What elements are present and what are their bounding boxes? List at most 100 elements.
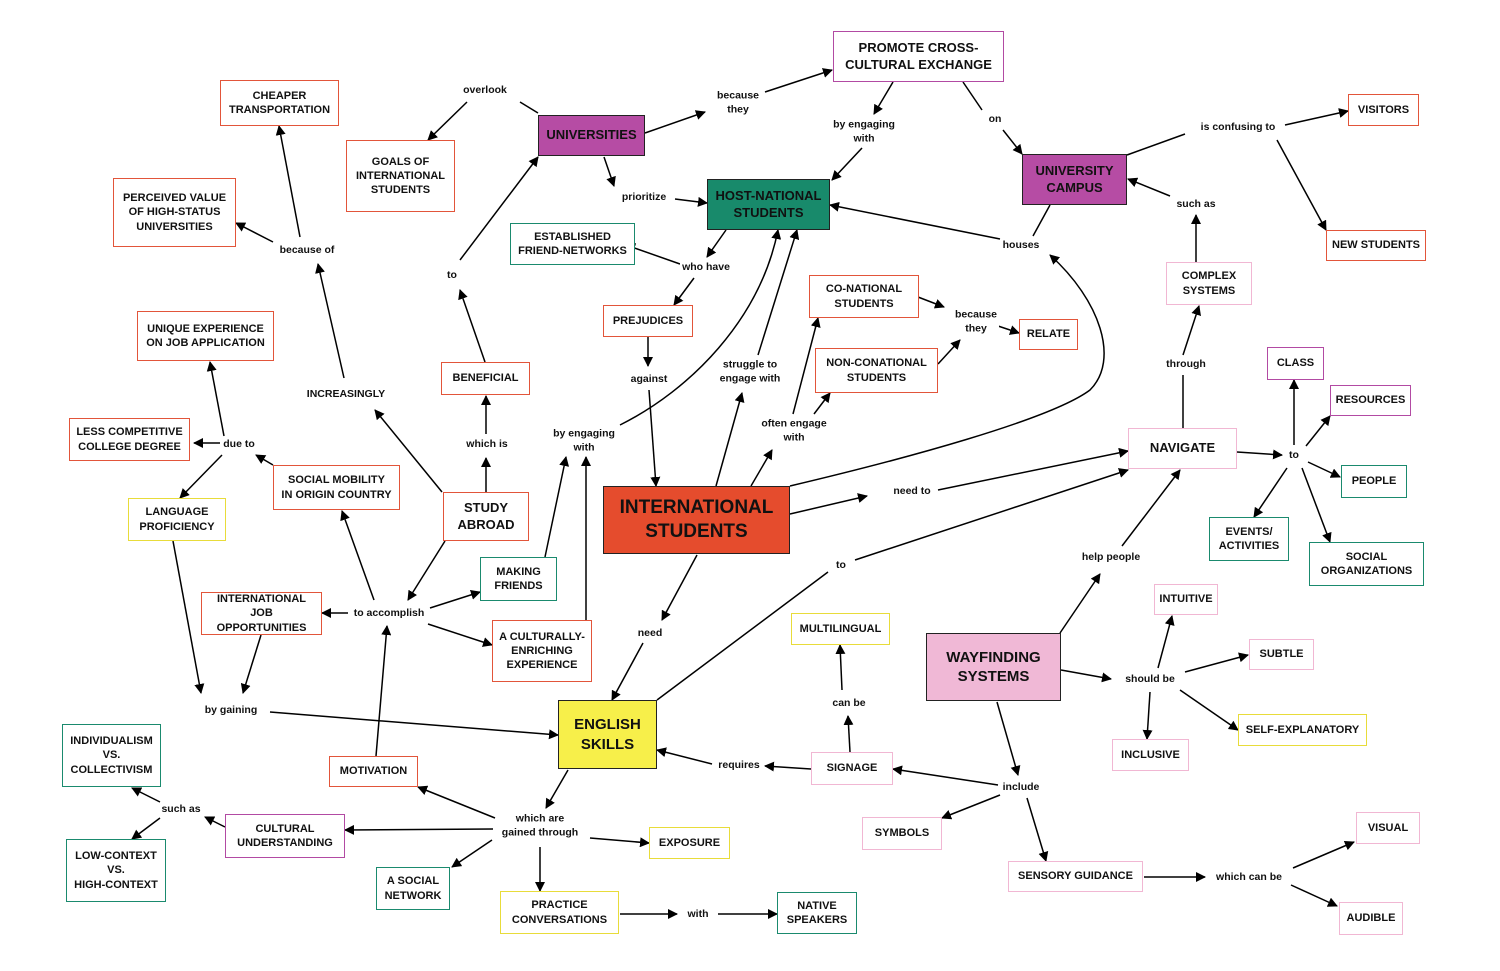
node-prejudices: PREJUDICES — [603, 305, 693, 337]
edge-shouldbe-subtle — [1184, 652, 1249, 673]
edge-conational-becausethey — [917, 296, 945, 309]
edge-byengaging-host — [619, 229, 782, 426]
edge-nonconational-becausethey — [937, 339, 961, 365]
label-through: through — [1164, 358, 1208, 372]
edge-accomplish-makingfriends — [429, 589, 481, 609]
edge-whichcanbe-audible — [1290, 884, 1338, 907]
edge-suchas-lowcontext — [131, 817, 161, 840]
edge-whichare-cultural — [344, 824, 494, 835]
edge-whohave-prejudices — [673, 277, 695, 306]
node-resources: RESOURCES — [1330, 385, 1411, 416]
node-visual: VISUAL — [1356, 812, 1420, 844]
node-self-explanatory: SELF-EXPLANATORY — [1238, 714, 1367, 746]
edge-wayfinding-shouldbe — [1060, 669, 1112, 683]
edge-english-whichare — [545, 769, 569, 809]
node-promote-cross-cultural-exchange: PROMOTE CROSS-CULTURAL EXCHANGE — [833, 31, 1004, 82]
edge-campus-houses — [1032, 204, 1051, 237]
edge-becauseof-cheaper — [275, 125, 301, 238]
node-sensory-guidance: SENSORY GUIDANCE — [1008, 861, 1143, 892]
label-increasingly: INCREASINGLY — [304, 388, 388, 402]
node-inclusive: INCLUSIVE — [1112, 739, 1189, 771]
edge-against-intl — [648, 389, 661, 487]
label-to-2: to — [1287, 449, 1301, 463]
edge-campus-confusing — [1126, 133, 1186, 156]
edge-suchas-individualism — [131, 787, 161, 803]
edge-beneficial-to — [458, 289, 486, 363]
edge-on-campus — [1002, 129, 1023, 155]
edge-intl-struggle — [715, 392, 745, 487]
label-need: need — [635, 627, 665, 641]
edge-oftenengage-conational — [792, 317, 821, 415]
edge-to-universities — [459, 156, 539, 261]
edge-whichare-motivation — [417, 785, 496, 819]
label-houses: houses — [1000, 239, 1042, 253]
label-need-to: need to — [891, 485, 933, 499]
node-visitors: VISITORS — [1348, 94, 1419, 126]
node-class: CLASS — [1267, 347, 1324, 380]
node-events-activities: EVENTS/ACTIVITIES — [1209, 517, 1289, 561]
edge-needto-navigate — [937, 447, 1129, 491]
edge-to-resources — [1305, 415, 1331, 447]
edge-signage-canbe — [843, 715, 854, 753]
label-requires: requires — [716, 759, 762, 773]
node-subtle: SUBTLE — [1249, 639, 1314, 670]
node-people: PEOPLE — [1341, 465, 1407, 498]
edge-shouldbe-selfexplanatory — [1179, 689, 1239, 731]
edge-universities-prioritize — [603, 156, 616, 187]
edge-wayfinding-include — [996, 701, 1021, 776]
edge-to-events — [1253, 467, 1288, 518]
edge-shouldbe-intuitive — [1157, 615, 1175, 669]
edge-shouldbe-inclusive — [1142, 691, 1153, 740]
node-multilingual: MULTILINGUAL — [791, 613, 890, 645]
edge-makingfriends-byengaging — [544, 456, 570, 558]
edge-whichare-socialnetwork — [451, 839, 493, 868]
label-can-be: can be — [830, 697, 868, 711]
edge-signage-requires — [764, 761, 812, 772]
edge-intljob-bygaining — [240, 634, 262, 694]
label-overlook: overlook — [461, 84, 509, 98]
edge-overlook-goals — [427, 101, 468, 141]
edge-navigate-to — [1236, 449, 1283, 460]
label-is-confusing-to: is confusing to — [1198, 121, 1278, 135]
label-by-gaining: by gaining — [202, 704, 260, 718]
node-beneficial: BENEFICIAL — [441, 362, 530, 395]
edge-motivation-accomplish — [375, 625, 392, 757]
edge-to-navigate — [854, 468, 1129, 561]
edge-whichcanbe-visual — [1292, 840, 1355, 869]
edge-byengaging-host — [831, 147, 863, 181]
label-to-3: to — [834, 559, 848, 573]
edge-accomplish-culturally — [427, 623, 493, 647]
edge-dueto-language — [179, 454, 223, 499]
label-who-have: who have — [680, 261, 732, 275]
node-navigate: NAVIGATE — [1128, 428, 1237, 469]
edge-whohave-established — [625, 243, 681, 265]
edge-include-signage — [892, 765, 999, 786]
label-include: include — [1000, 781, 1042, 795]
label-which-can-be: which can be — [1214, 871, 1284, 885]
label-with: with — [685, 908, 711, 922]
edge-becauseof-perceived — [235, 222, 274, 243]
edge-because-promote — [764, 68, 833, 93]
label-help-people: help people — [1079, 551, 1143, 565]
